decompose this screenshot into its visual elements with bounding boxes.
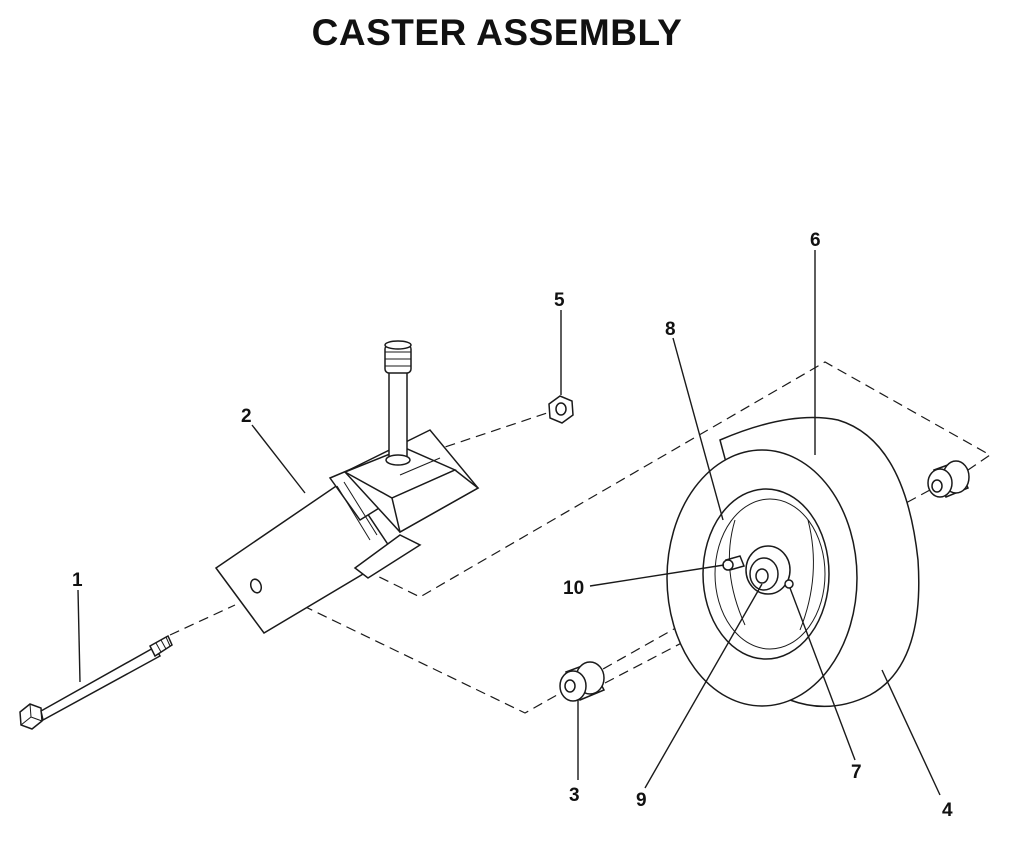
callout-3: 3	[569, 785, 580, 806]
callout-7: 7	[851, 762, 862, 783]
callout-8: 8	[665, 319, 676, 340]
nut-part	[548, 395, 574, 424]
caster-fork-part	[214, 340, 480, 634]
bolt-part	[19, 634, 173, 730]
callout-1: 1	[72, 570, 83, 591]
callout-2: 2	[241, 406, 252, 427]
callout-10: 10	[563, 578, 584, 599]
wheel-part	[666, 416, 920, 708]
callout-5: 5	[554, 290, 565, 311]
callout-labels: 1 2 3 4 5 6 7 8 9 10	[72, 230, 953, 821]
callout-4: 4	[942, 800, 953, 821]
callout-6: 6	[810, 230, 821, 251]
spacer-left-part	[559, 661, 606, 702]
diagram-title: CASTER ASSEMBLY	[311, 12, 683, 53]
spacer-right-part	[927, 460, 970, 498]
leader-lines	[77, 250, 941, 796]
callout-9: 9	[636, 790, 647, 811]
